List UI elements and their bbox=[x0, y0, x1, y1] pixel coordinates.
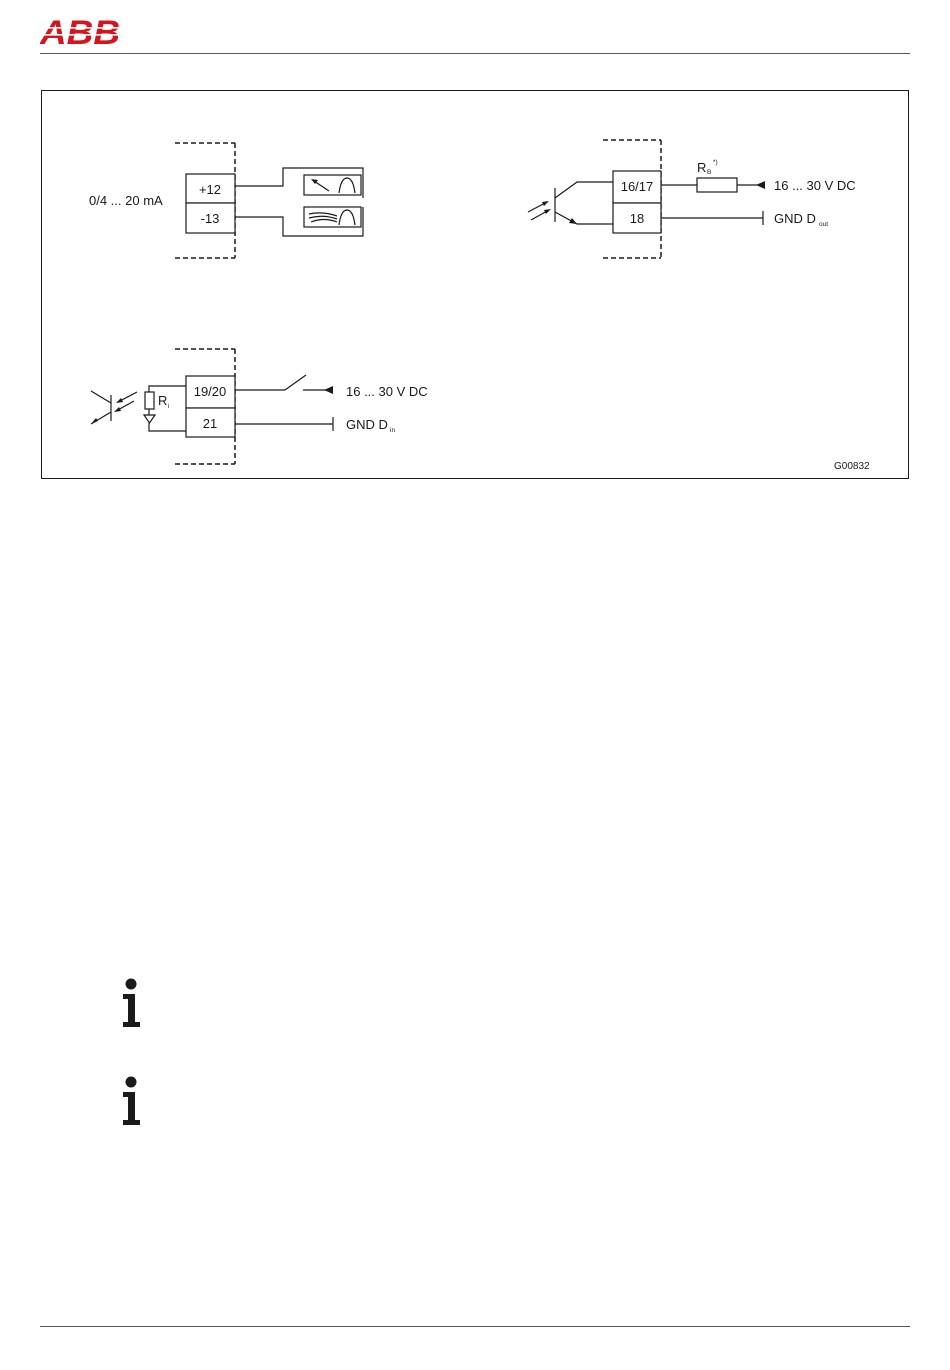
digital-input-circuit: 19/20 21 16 ... 30 V DC GND D in R i bbox=[91, 349, 428, 464]
info-icon bbox=[118, 978, 144, 1028]
digital-output-ground: GND D bbox=[774, 211, 816, 226]
digital-output-ground-subscript: out bbox=[819, 221, 828, 228]
logo-text: ABB bbox=[40, 14, 120, 46]
resistor-rb-note: *) bbox=[713, 159, 718, 166]
terminal-plus-12-label: +12 bbox=[199, 182, 221, 197]
current-output-circuit: 0/4 ... 20 mA +12 -13 bbox=[89, 143, 363, 258]
resistor-ri bbox=[145, 392, 154, 409]
terminal-19-20-label: 19/20 bbox=[194, 384, 227, 399]
terminal-16-17-label: 16/17 bbox=[621, 179, 654, 194]
resistor-ri-subscript: i bbox=[168, 403, 169, 410]
resistor-rb-symbol: R bbox=[697, 160, 706, 175]
indicator-instrument bbox=[304, 175, 361, 195]
resistor-ri-symbol: R bbox=[158, 393, 167, 408]
resistor-rb bbox=[697, 178, 737, 192]
terminal-21-label: 21 bbox=[203, 416, 217, 431]
info-icon bbox=[118, 1076, 144, 1126]
resistor-rb-subscript: B bbox=[707, 169, 711, 176]
figure-id: G00832 bbox=[834, 461, 870, 472]
digital-input-ground-subscript: in bbox=[390, 427, 395, 434]
digital-output-circuit: 16/17 18 R B *) 16 ... 30 V DC GND D out bbox=[528, 140, 856, 258]
abb-logo: ABB bbox=[40, 14, 120, 46]
footer-rule bbox=[40, 1326, 910, 1327]
digital-input-ground: GND D bbox=[346, 417, 388, 432]
header-rule bbox=[40, 53, 910, 54]
figure-frame bbox=[42, 91, 909, 479]
terminal-minus-13-label: -13 bbox=[201, 211, 220, 226]
digital-output-supply: 16 ... 30 V DC bbox=[774, 178, 856, 193]
terminal-18-label: 18 bbox=[630, 211, 644, 226]
wiring-diagram: 0/4 ... 20 mA +12 -13 16/17 18 bbox=[41, 90, 909, 479]
current-output-label: 0/4 ... 20 mA bbox=[89, 193, 163, 208]
digital-input-supply: 16 ... 30 V DC bbox=[346, 384, 428, 399]
